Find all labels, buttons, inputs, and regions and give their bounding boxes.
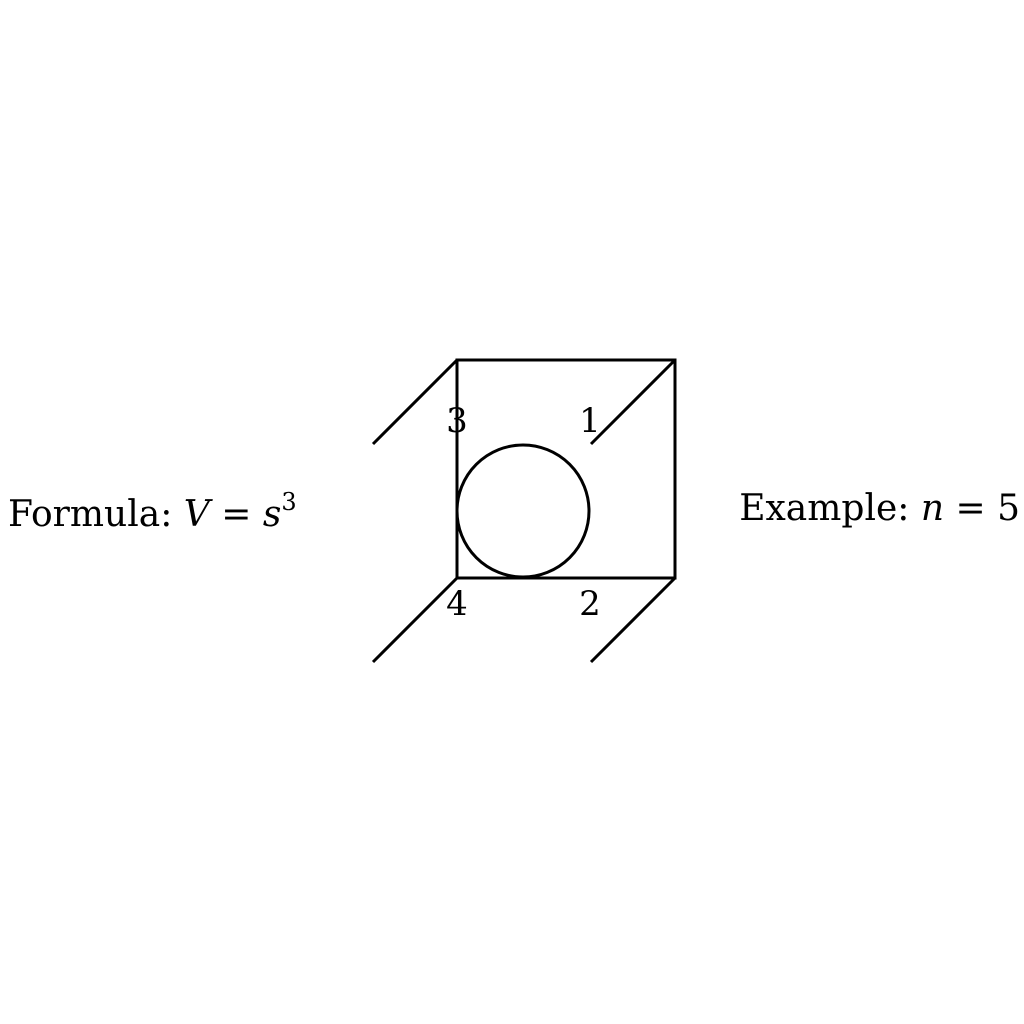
example-value: 5 [997, 488, 1020, 529]
example-equals: = [944, 488, 997, 529]
diagonal-line-top-left [371, 358, 459, 446]
formula-variable: V [184, 494, 214, 535]
formula-base: s [263, 494, 281, 535]
main-square [455, 358, 677, 580]
example-variable: n [921, 488, 944, 529]
formula-equals: = [210, 494, 263, 535]
diagonal-line-top-right [589, 358, 677, 446]
corner-label-3: 3 [446, 401, 468, 441]
diagonal-line-bottom-left [371, 576, 459, 664]
example-prefix: Example: [739, 488, 921, 529]
formula-caption: Formula: V = s3 [8, 488, 297, 535]
formula-exponent: 3 [281, 488, 296, 516]
formula-prefix: Formula: [8, 494, 184, 535]
diagonal-line-bottom-right [589, 576, 677, 664]
corner-label-4: 4 [446, 584, 468, 624]
example-caption: Example: n = 5 [739, 488, 1020, 529]
inner-circle [455, 443, 591, 579]
corner-label-2: 2 [579, 584, 601, 624]
corner-label-1: 1 [579, 401, 601, 441]
